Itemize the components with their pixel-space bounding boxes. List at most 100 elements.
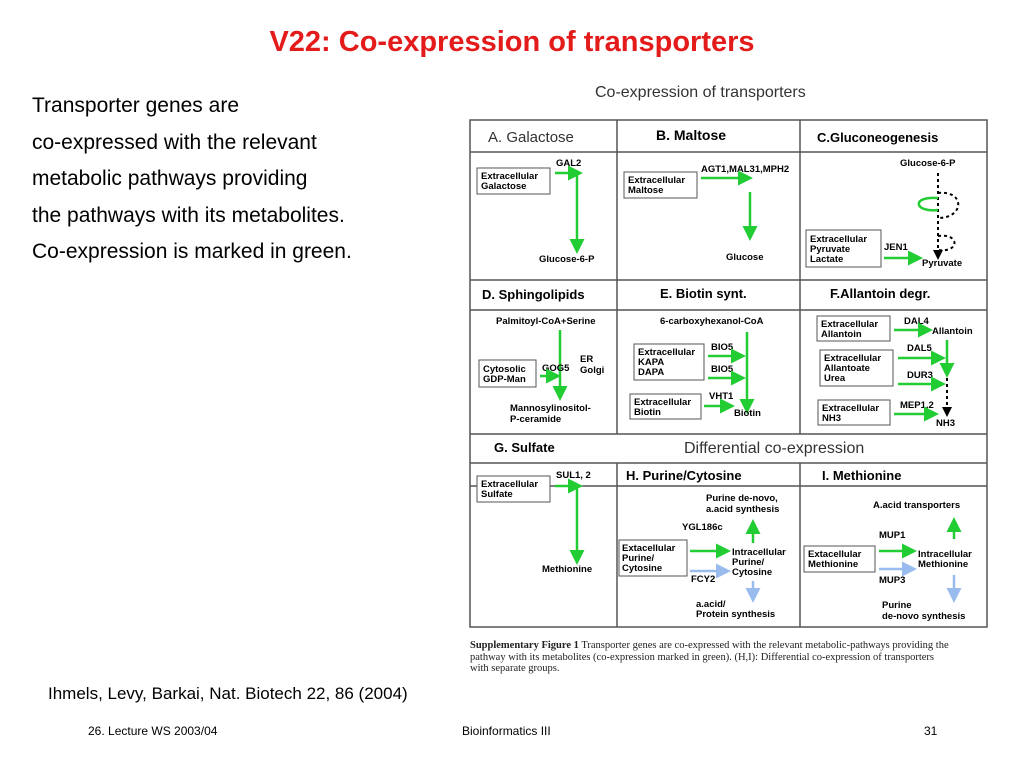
- figure-grid: [469, 119, 988, 628]
- slide-title: V22: Co-expression of transporters: [269, 26, 755, 58]
- panel-h-box-line1: Extacellular: [622, 543, 676, 554]
- panel-e-header: E. Biotin synt.: [660, 286, 747, 301]
- panel-i-intra-line2: Methionine: [918, 559, 968, 570]
- panel-f-header: F.Allantoin degr.: [830, 286, 930, 301]
- figure-title: Co-expression of transporters: [595, 84, 806, 101]
- panel-f-product-1: Allantoin: [932, 326, 973, 337]
- panel-e-box1-line1: Extracellular: [638, 347, 695, 358]
- panel-g-product: Methionine: [542, 564, 592, 575]
- panel-f-gene-1: DAL4: [904, 316, 930, 327]
- panel-f-box3-line1: Extracellular: [822, 403, 879, 414]
- panel-e-product: Biotin: [734, 408, 761, 419]
- panel-i-header: I. Methionine: [822, 468, 901, 483]
- panel-e-box1-line3: DAPA: [638, 367, 664, 378]
- panel-i-top: A.acid transporters: [873, 500, 960, 511]
- panel-b: Extracellular Maltose AGT1,MAL31,MPH2 Gl…: [623, 164, 789, 263]
- panel-g-box-line2: Sulfate: [481, 489, 513, 500]
- slide-body-text: Transporter genes are co-expressed with …: [32, 88, 452, 271]
- panel-i-box-line2: Methionine: [808, 559, 858, 570]
- panel-h-box-line2: Purine/: [622, 553, 655, 564]
- panel-h-intra-line2: Purine/: [732, 557, 765, 568]
- panel-a-box-line1: Extracellular: [481, 171, 538, 182]
- panel-h-gene-top: YGL186c: [682, 522, 723, 533]
- body-line: Co-expression is marked in green.: [32, 240, 352, 263]
- panel-e: 6-carboxyhexanol-CoA Extracellular KAPA …: [629, 316, 764, 420]
- panel-e-gene-2: BIO5: [711, 364, 734, 375]
- differential-label: Differential co-expression: [684, 440, 864, 457]
- panel-f-box3-line2: NH3: [822, 413, 841, 424]
- panel-d: Palmitoyl-CoA+Serine ER Golgi Cytosolic …: [478, 316, 604, 425]
- caption-text: Transporter genes are co-expressed with …: [470, 640, 949, 674]
- body-line: Transporter genes are: [32, 94, 239, 117]
- panel-d-box-line2: GDP-Man: [483, 374, 526, 385]
- panel-h-header: H. Purine/Cytosine: [626, 468, 742, 483]
- panel-g-box-line1: Extracellular: [481, 479, 538, 490]
- panel-f-box2-line1: Extracellular: [824, 353, 881, 364]
- panel-f-gene-3: DUR3: [907, 370, 933, 381]
- panel-f-product-3: NH3: [936, 418, 955, 429]
- panel-e-top: 6-carboxyhexanol-CoA: [660, 316, 764, 327]
- panel-h: Purine de-novo, a.acid synthesis YGL186c…: [618, 493, 786, 620]
- panel-h-intra-line3: Cytosine: [732, 567, 772, 578]
- panel-d-box-line1: Cytosolic: [483, 364, 526, 375]
- panel-d-gene: GOG5: [542, 363, 570, 374]
- panel-c-product: Pyruvate: [922, 258, 962, 269]
- panel-b-gene: AGT1,MAL31,MPH2: [701, 164, 789, 175]
- panel-c-gene: JEN1: [884, 242, 908, 253]
- panel-c-box-line3: Lactate: [810, 254, 843, 265]
- panel-d-compartment-2: Golgi: [580, 365, 604, 376]
- panel-i-gene-bottom: MUP3: [879, 575, 905, 586]
- figure-caption: Supplementary Figure 1 Transporter genes…: [470, 640, 950, 675]
- panel-d-product-2: P-ceramide: [510, 414, 561, 425]
- panel-i: A.acid transporters MUP1 Extacellular Me…: [803, 500, 972, 622]
- panel-i-box-line1: Extacellular: [808, 549, 862, 560]
- panel-h-intra-line1: Intracellular: [732, 547, 786, 558]
- panel-h-gene-bottom: FCY2: [691, 574, 715, 585]
- panel-h-top-1: Purine de-novo,: [706, 493, 778, 504]
- panel-g-gene: SUL1, 2: [556, 470, 591, 481]
- panel-a-product: Glucose-6-P: [539, 254, 595, 265]
- panel-g-header: G. Sulfate: [494, 440, 555, 455]
- panel-i-intra-line1: Intracellular: [918, 549, 972, 560]
- panel-c-box-line2: Pyruvate: [810, 244, 850, 255]
- body-line: metabolic pathways providing: [32, 167, 308, 190]
- panel-f-box2-line2: Allantoate: [824, 363, 870, 374]
- footer-center: Bioinformatics III: [462, 724, 551, 738]
- coexpression-figure: Co-expression of transporters A. Galacto…: [469, 84, 988, 628]
- panel-e-box2-line1: Extracellular: [634, 397, 691, 408]
- panel-b-box-line2: Maltose: [628, 185, 663, 196]
- panel-e-box1-line2: KAPA: [638, 357, 664, 368]
- panel-d-top: Palmitoyl-CoA+Serine: [496, 316, 596, 327]
- panel-a-gene: GAL2: [556, 158, 581, 169]
- panel-f-gene-2: DAL5: [907, 343, 933, 354]
- footer-left: 26. Lecture WS 2003/04: [88, 724, 218, 738]
- panel-e-gene-1: BIO5: [711, 342, 734, 353]
- panel-b-product: Glucose: [726, 252, 764, 263]
- panel-c-box-line1: Extracellular: [810, 234, 867, 245]
- panel-a-header: A. Galactose: [488, 129, 574, 146]
- panel-d-header: D. Sphingolipids: [482, 287, 585, 302]
- body-line: the pathways with its metabolites.: [32, 203, 345, 227]
- panel-c: Glucose-6-P Extracellular Pyruvate Lacta…: [805, 158, 962, 269]
- panel-a-box-line2: Galactose: [481, 181, 526, 192]
- panel-c-top: Glucose-6-P: [900, 158, 956, 169]
- panel-e-box2-line2: Biotin: [634, 407, 661, 418]
- body-line: co-expressed with the relevant: [32, 130, 317, 154]
- panel-f-box2-line3: Urea: [824, 373, 846, 384]
- panel-g: Extracellular Sulfate SUL1, 2 Methionine: [476, 470, 592, 575]
- panel-b-box-line1: Extracellular: [628, 175, 685, 186]
- panel-i-gene-top: MUP1: [879, 530, 906, 541]
- panel-f-box1-line1: Extracellular: [821, 319, 878, 330]
- panel-f: Extracellular Allantoin DAL4 Allantoin E…: [816, 315, 973, 429]
- panel-h-box-line3: Cytosine: [622, 563, 662, 574]
- panel-c-header: C.Gluconeogenesis: [817, 130, 938, 145]
- panel-i-bottom-1: Purine: [882, 600, 912, 611]
- panel-h-bottom-1: a.acid/: [696, 599, 726, 610]
- citation: Ihmels, Levy, Barkai, Nat. Biotech 22, 8…: [48, 684, 408, 703]
- panel-h-top-2: a.acid synthesis: [706, 504, 779, 515]
- panel-a: Extracellular Galactose GAL2 Glucose-6-P: [476, 158, 595, 265]
- panel-e-gene-3: VHT1: [709, 391, 734, 402]
- panel-d-product-1: Mannosylinositol-: [510, 403, 591, 414]
- panel-h-bottom-2: Protein synthesis: [696, 609, 775, 620]
- footer-page-number: 31: [924, 724, 938, 738]
